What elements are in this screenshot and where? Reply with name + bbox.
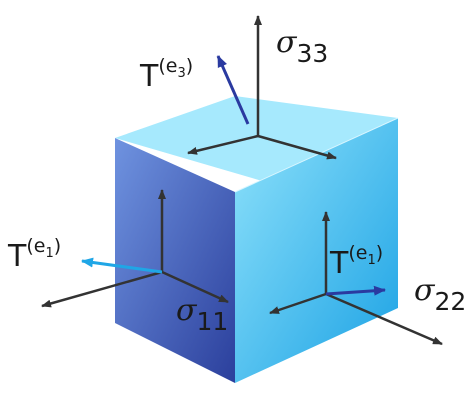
traction-arrow-top: [216, 55, 250, 125]
label-sigma-22: σ22: [414, 273, 466, 316]
top-face-axes: [187, 15, 337, 160]
right-axis-left: [269, 292, 327, 315]
right-face-axes: [269, 211, 443, 346]
traction-arrow-front: [81, 257, 163, 274]
top-axis-left: [187, 134, 259, 155]
right-axis-right: [325, 292, 443, 346]
cube-right-face: [235, 118, 398, 383]
top-axis-right: [257, 134, 337, 160]
cube-front-face: [115, 138, 235, 383]
cube-edge-top: [234, 117, 399, 193]
front-axis-left: [41, 270, 163, 308]
label-t-e1-front: T(e1): [7, 235, 61, 274]
front-face-axes: [41, 189, 229, 308]
traction-arrow-right: [325, 285, 386, 296]
label-t-e1-right: T(e1): [329, 242, 383, 281]
label-t-e3: T(e3): [139, 55, 193, 94]
label-sigma-33: σ33: [276, 25, 328, 68]
label-sigma-11: σ11: [176, 293, 228, 336]
front-axis-right: [161, 270, 229, 304]
